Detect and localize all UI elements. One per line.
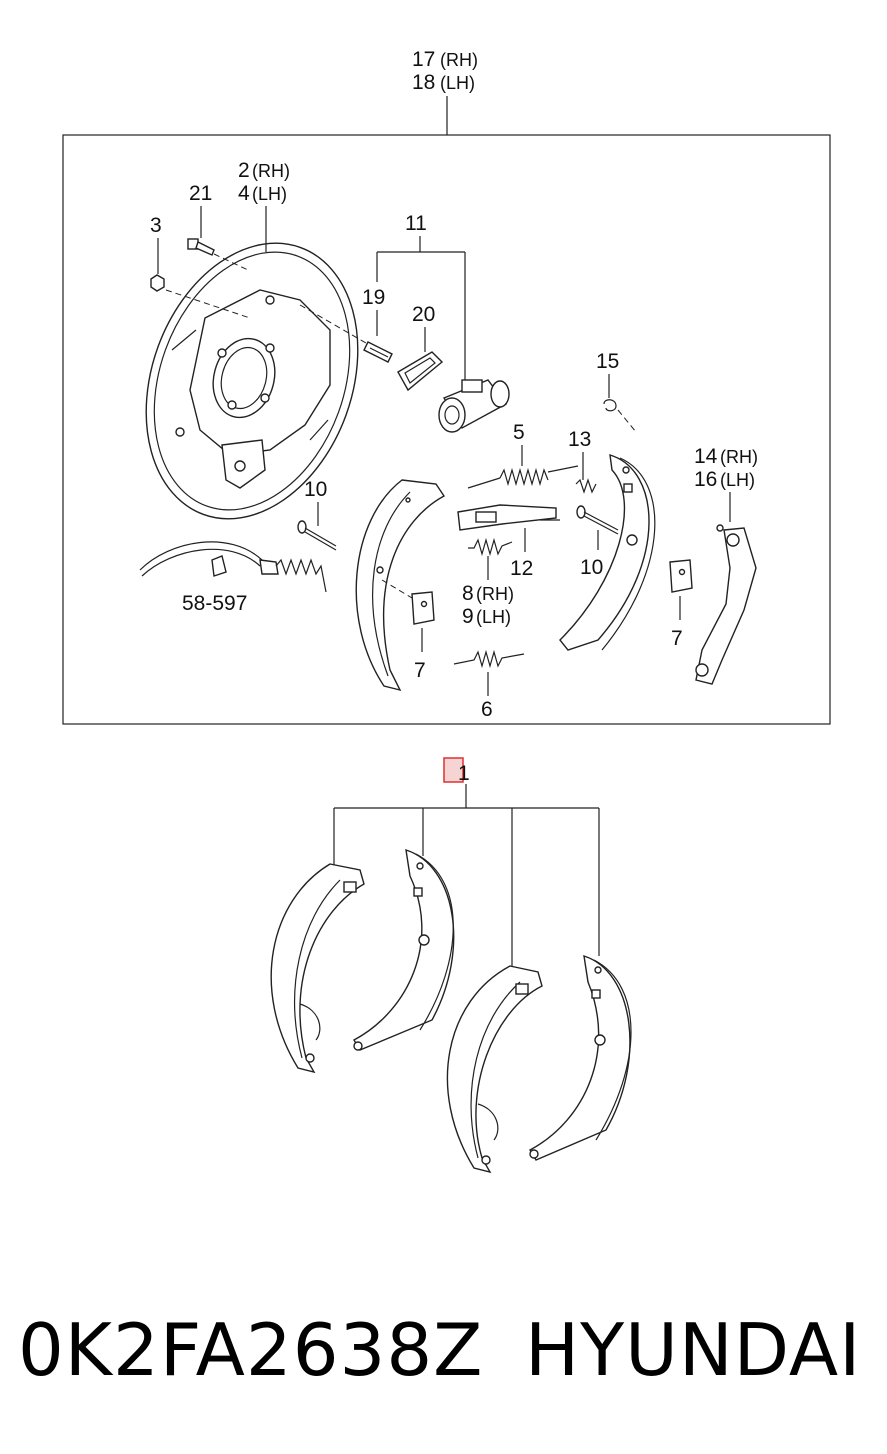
spring-6: 6 <box>453 649 525 721</box>
bleeder-screw-19: 19 <box>299 286 393 363</box>
part-number: 0K2FA2638Z <box>18 1308 484 1392</box>
callout-5: 5 <box>513 421 525 444</box>
adjuster-12: 12 <box>457 504 560 580</box>
footer: 0K2FA2638Z HYUNDAI <box>0 1300 887 1410</box>
callout-20: 20 <box>412 303 435 326</box>
hold-down-pin-10-left: 10 <box>297 478 337 551</box>
kit-shoe-lower-right <box>529 954 632 1161</box>
callout-11: 11 <box>405 212 427 235</box>
assembly-frame <box>62 134 831 725</box>
callout-6: 6 <box>481 698 493 721</box>
callout-17: 17 <box>412 48 435 71</box>
kit-shoe-lower-left <box>446 965 543 1174</box>
brake-shoe-trailing <box>559 454 656 651</box>
callout-19: 19 <box>362 286 385 309</box>
callout-21: 21 <box>189 182 212 205</box>
bolt-21: 21 <box>187 182 249 271</box>
callout-2: 2 <box>238 159 250 182</box>
callout-16: 16 <box>694 468 717 491</box>
shoe-kit-callout-1: 1 <box>333 757 600 966</box>
callout-11-bracket: 11 <box>376 212 466 380</box>
callout-17-side: (RH) <box>440 50 478 70</box>
callout-4-side: (LH) <box>252 184 287 204</box>
callout-4: 4 <box>238 182 250 205</box>
callout-9-side: (LH) <box>476 607 511 627</box>
spring-cup-13: 13 <box>568 428 597 494</box>
kit-shoe-upper-right <box>353 848 455 1051</box>
parking-cable-58-597: 58-597 <box>139 541 327 615</box>
kit-shoe-upper-left <box>270 863 365 1074</box>
callout-2-side: (RH) <box>252 161 290 181</box>
callout-14-side: (RH) <box>720 447 758 467</box>
callout-8-side: (RH) <box>476 584 514 604</box>
brand-name: HYUNDAI <box>525 1308 862 1392</box>
wheel-cylinder <box>438 379 510 433</box>
gasket-20: 20 <box>397 303 444 392</box>
spring-cup-7-left: 7 <box>411 591 435 682</box>
callout-13: 13 <box>568 428 591 451</box>
callout-7-left: 7 <box>414 659 426 682</box>
spring-cup-7-right: 7 <box>669 559 693 650</box>
spring-8-9: 8 (RH) 9 (LH) <box>462 537 514 628</box>
callout-58-597: 58-597 <box>182 592 247 615</box>
callout-17-18: 17 (RH) 18 (LH) <box>412 48 478 135</box>
highlight-marker <box>443 757 464 783</box>
callout-10-right: 10 <box>580 556 603 579</box>
clip-15: 15 <box>596 350 637 433</box>
callout-8: 8 <box>462 582 474 605</box>
callout-15: 15 <box>596 350 619 373</box>
callout-3: 3 <box>150 214 162 237</box>
callout-7-right: 7 <box>671 627 683 650</box>
callout-2-4: 2 (RH) 4 (LH) <box>238 159 290 252</box>
callout-1: 1 <box>458 762 470 785</box>
callout-18: 18 <box>412 71 435 94</box>
callout-16-side: (LH) <box>720 470 755 490</box>
callout-10-left: 10 <box>304 478 327 501</box>
parking-lever-14-16: 14 (RH) 16 (LH) <box>694 445 758 685</box>
callout-9: 9 <box>462 605 474 628</box>
spring-5: 5 <box>467 421 579 489</box>
callout-18-side: (LH) <box>440 73 475 93</box>
nut-3: 3 <box>150 214 251 319</box>
hold-down-pin-10-right: 10 <box>576 505 619 579</box>
callout-14: 14 <box>694 445 718 468</box>
backing-plate <box>145 242 359 520</box>
brake-shoe-leading <box>355 479 446 692</box>
callout-12: 12 <box>510 557 533 580</box>
